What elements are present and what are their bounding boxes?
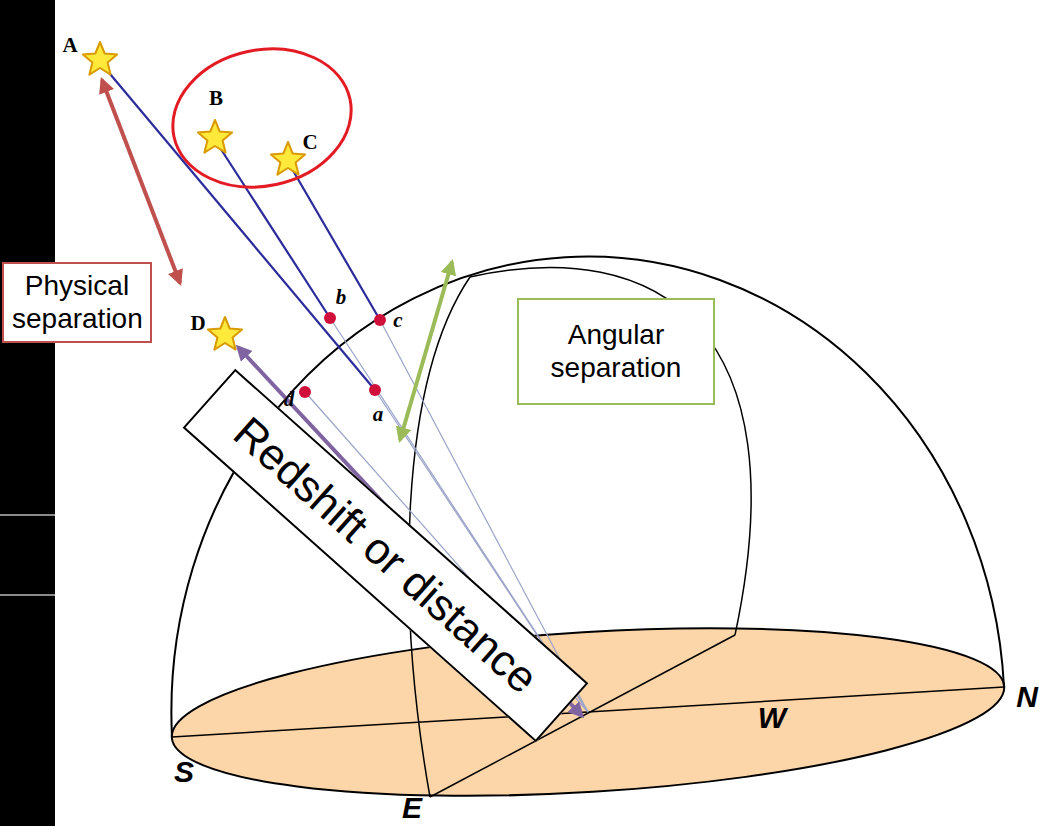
pair-highlight — [160, 33, 364, 203]
projection-line — [288, 162, 380, 320]
point-label: d — [284, 389, 295, 410]
separation-arrow — [102, 80, 180, 283]
angular-arrow — [400, 262, 452, 440]
compass-label: E — [402, 793, 422, 823]
projected-point — [369, 384, 381, 396]
slide-edge — [0, 0, 55, 826]
compass-label: N — [1016, 682, 1038, 712]
point-label: a — [373, 404, 384, 425]
star-label: A — [62, 35, 77, 56]
callout-text: Physical separation — [12, 270, 142, 334]
compass-label: W — [758, 703, 786, 733]
star — [83, 42, 117, 75]
star — [198, 120, 232, 153]
star-label: D — [190, 313, 205, 334]
projected-point — [374, 314, 386, 326]
star-label: B — [209, 88, 223, 109]
projection-line — [215, 140, 330, 318]
point-label: c — [393, 310, 402, 331]
callout-box: Physical separation — [2, 262, 152, 343]
slide-edge-line — [0, 514, 55, 516]
slide-edge-line — [0, 594, 55, 596]
star — [271, 142, 305, 175]
callout-box: Angular separation — [517, 298, 715, 405]
star-label: C — [302, 132, 317, 153]
projected-points — [299, 312, 386, 398]
projected-point — [299, 386, 311, 398]
sky-dome — [171, 257, 1004, 737]
star — [208, 317, 242, 350]
callout-text: Angular separation — [529, 319, 703, 383]
compass-label: S — [174, 757, 194, 787]
projected-point — [324, 312, 336, 324]
point-label: b — [336, 287, 347, 308]
meridian-arc — [409, 268, 751, 797]
